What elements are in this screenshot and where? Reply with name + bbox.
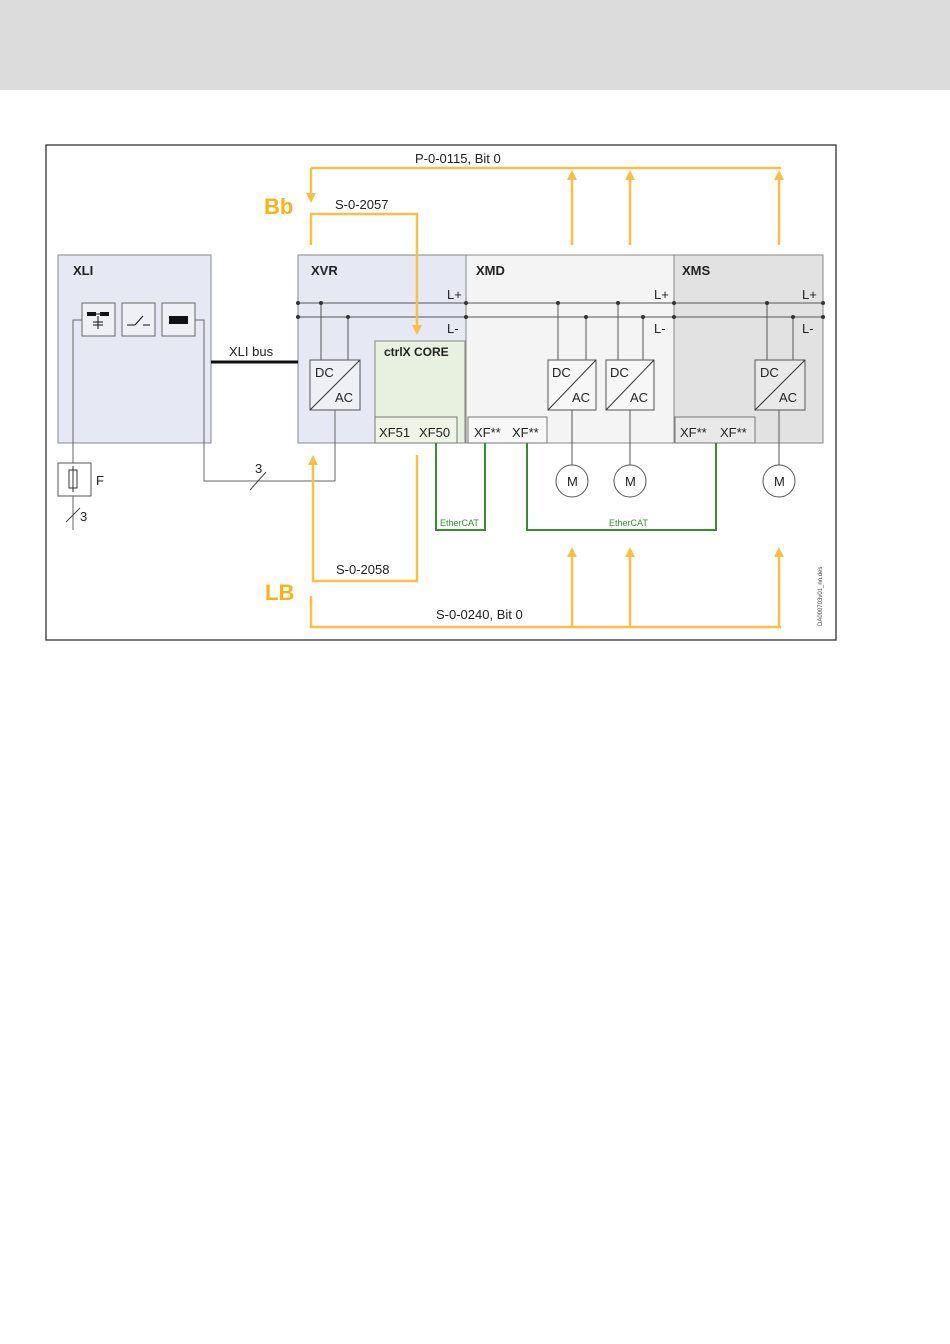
xmd-ac1-label: AC — [572, 390, 590, 405]
lb-param-label: S-0-2058 — [336, 562, 389, 577]
bb-param-label: S-0-2057 — [335, 197, 388, 212]
xms-ac-label: AC — [779, 390, 797, 405]
ctrlx-port-xf51: XF51 — [379, 425, 410, 440]
xli-bus-label: XLI bus — [229, 344, 274, 359]
xmd-port-2: XF** — [512, 425, 539, 440]
xmd-lplus-label: L+ — [654, 287, 669, 302]
fuse-box — [58, 463, 91, 496]
xms-lminus-label: L- — [802, 321, 814, 336]
xmd-lminus-label: L- — [654, 321, 666, 336]
ctrlx-port-xf50: XF50 — [419, 425, 450, 440]
xmd-title: XMD — [476, 263, 505, 278]
ctrlx-title: ctrlX CORE — [384, 345, 449, 359]
xvr-ac-label: AC — [335, 390, 353, 405]
motor-2-label: M — [625, 474, 636, 489]
bottom-bus-label: S-0-0240, Bit 0 — [436, 607, 523, 622]
figure-id: DA000703v01_nn.des — [818, 567, 824, 626]
xli-module: XLI — [58, 255, 211, 443]
bb-label: Bb — [264, 194, 293, 219]
xms-port-2: XF** — [720, 425, 747, 440]
motor-1-label: M — [567, 474, 578, 489]
xvr-lplus-label: L+ — [447, 287, 462, 302]
xli-title: XLI — [73, 263, 93, 278]
ethercat-left-label: EtherCAT — [440, 518, 479, 528]
ethercat-right-label: EtherCAT — [609, 518, 648, 528]
top-bus-label: P-0-0115, Bit 0 — [415, 151, 501, 166]
xvr-title: XVR — [311, 263, 338, 278]
lb-label: LB — [265, 580, 294, 605]
xmd-dc1-label: DC — [552, 365, 571, 380]
motor-3-label: M — [774, 474, 785, 489]
xms-lplus-label: L+ — [802, 287, 817, 302]
xmd-port-1: XF** — [474, 425, 501, 440]
xmd-ac2-label: AC — [630, 390, 648, 405]
xms-title: XMS — [682, 263, 711, 278]
fuse-label: F — [96, 473, 104, 488]
xvr-dc-label: DC — [315, 365, 334, 380]
xmd-dc2-label: DC — [610, 365, 629, 380]
xms-module: XMS DC AC XF** XF** — [674, 255, 823, 443]
ctrlx-core-module: ctrlX CORE XF51 XF50 — [375, 341, 465, 443]
xvr-lminus-label: L- — [447, 321, 459, 336]
phase-count-left: 3 — [80, 509, 87, 524]
xms-port-1: XF** — [680, 425, 707, 440]
phase-count-mid: 3 — [255, 461, 262, 476]
xms-dc-label: DC — [760, 365, 779, 380]
xli-switch-block — [122, 303, 155, 336]
